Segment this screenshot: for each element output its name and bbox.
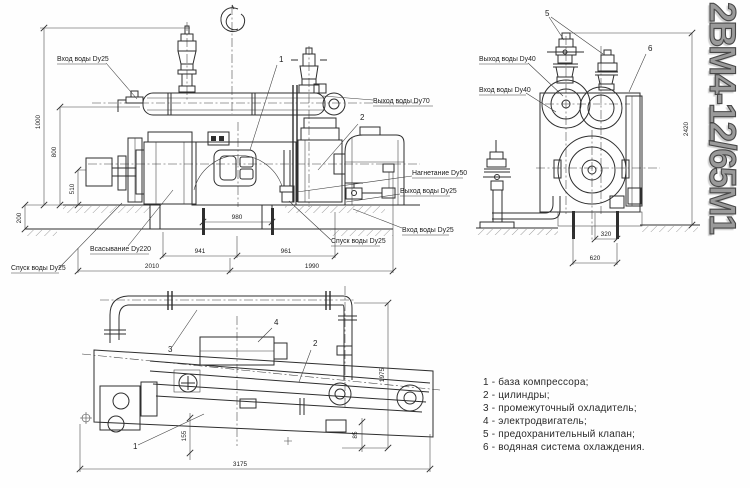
label-water-in-25-right: Вход воды Dy25 bbox=[402, 227, 454, 234]
callout-5: 5 bbox=[545, 9, 550, 18]
legend: 1 - база компрессора; 2 - цилиндры; 3 - … bbox=[483, 377, 718, 454]
plan-view: 155 85 1975 3175 3 4 2 1 bbox=[76, 286, 441, 473]
dim-320: 320 bbox=[601, 231, 612, 238]
safety-valves-end bbox=[547, 32, 618, 91]
legend-item-6: 6 - водяная система охлаждения. bbox=[483, 441, 645, 453]
dim-510: 510 bbox=[69, 183, 76, 194]
dim-961: 961 bbox=[281, 248, 292, 255]
label-drain-25-right: Спуск воды Dy25 bbox=[331, 238, 386, 245]
ground-side bbox=[25, 204, 420, 236]
cooling-pipe-plan bbox=[104, 291, 357, 380]
dim-941: 941 bbox=[195, 248, 206, 255]
crankcase bbox=[191, 131, 297, 206]
dim-1975: 1975 bbox=[379, 367, 386, 382]
end-dimensions: 320 620 2420 bbox=[569, 29, 696, 267]
dim-800: 800 bbox=[51, 146, 58, 157]
label-drain-25-left: Спуск воды Dy25 bbox=[11, 265, 66, 272]
legend-item-2: 2 - цилиндры; bbox=[483, 389, 550, 401]
drain-valve bbox=[345, 163, 396, 200]
side-dimensions: 1000 800 510 200 980 941 961 2010 1990 bbox=[16, 24, 397, 275]
safety-valve-side bbox=[177, 25, 197, 93]
dim-620: 620 bbox=[590, 255, 601, 262]
dim-200: 200 bbox=[16, 212, 23, 223]
end-frame bbox=[539, 92, 643, 213]
label-water-out-70: Выход воды Dy70 bbox=[373, 98, 430, 105]
centerlines-end bbox=[536, 36, 660, 240]
centerlines-plan bbox=[81, 286, 441, 446]
legend-item-3: 3 - промежуточный охладитель; bbox=[483, 402, 637, 414]
callout-2-plan: 2 bbox=[313, 339, 318, 348]
centerlines bbox=[88, 6, 420, 207]
legend-item-5: 5 - предохранительный клапан; bbox=[483, 428, 636, 440]
end-labels: 5 6 Выход воды Dy40 Вход воды Dy40 bbox=[479, 9, 653, 113]
dim-1990: 1990 bbox=[305, 263, 320, 270]
compressor-plan bbox=[80, 336, 434, 445]
callout-3: 3 bbox=[168, 345, 173, 354]
relief-valve-stand bbox=[479, 140, 561, 229]
label-water-in-25: Вход воды Dy25 bbox=[57, 56, 109, 63]
legend-item-1: 1 - база компрессора; bbox=[483, 377, 589, 388]
plan-callouts: 3 4 2 1 bbox=[133, 309, 318, 451]
dim-85: 85 bbox=[352, 431, 359, 439]
ground-end bbox=[476, 211, 700, 240]
dim-3175: 3175 bbox=[233, 461, 248, 468]
side-view: 1000 800 510 200 980 941 961 2010 1990 В… bbox=[11, 4, 467, 275]
left-cylinder bbox=[85, 131, 197, 205]
dim-1000: 1000 bbox=[35, 114, 42, 129]
callout-2: 2 bbox=[360, 113, 365, 122]
cylinder-heads-end bbox=[541, 79, 630, 205]
safety-valve-2 bbox=[291, 47, 327, 94]
electric-motor-side bbox=[333, 126, 405, 206]
side-labels: Вход воды Dy25 Выход воды Dy70 Нагнетани… bbox=[11, 55, 467, 274]
crane-hook-icon bbox=[220, 4, 246, 33]
dim-155: 155 bbox=[181, 430, 188, 441]
label-water-out-25: Выход воды Dy25 bbox=[400, 188, 457, 195]
label-water-in-40: Вход воды Dy40 bbox=[479, 87, 531, 94]
label-water-out-40: Выход воды Dy40 bbox=[479, 56, 536, 63]
label-discharge-50: Нагнетание Dy50 bbox=[412, 170, 467, 177]
model-designation-title: 2ВМ4-12/65М1 bbox=[701, 1, 743, 234]
legend-item-4: 4 - электродвигатель; bbox=[483, 415, 587, 427]
end-view: 320 620 2420 5 6 Выход воды Dy40 Вход во… bbox=[476, 9, 700, 267]
dim-2010: 2010 bbox=[145, 263, 160, 270]
callout-1-plan: 1 bbox=[133, 442, 138, 451]
callout-1: 1 bbox=[279, 55, 284, 64]
callout-4: 4 bbox=[274, 318, 279, 327]
label-suction-220: Всасывание Dy220 bbox=[90, 246, 151, 253]
dim-2420: 2420 bbox=[683, 121, 690, 136]
dim-980: 980 bbox=[232, 214, 243, 221]
callout-6: 6 bbox=[648, 44, 653, 53]
vertical-cylinder bbox=[279, 85, 343, 203]
